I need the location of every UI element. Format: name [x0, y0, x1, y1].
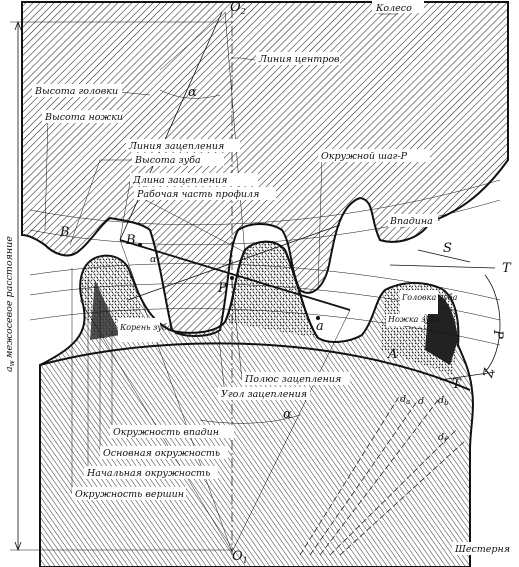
- leader-ugol: [217, 329, 226, 396]
- golovka-zuba-label: Головка зуба: [401, 293, 458, 302]
- alpha-bottom-label: α: [283, 407, 292, 422]
- o1-ray-2: [231, 309, 351, 553]
- point-b-left-label: B: [59, 225, 70, 240]
- leader-shag: [317, 155, 323, 291]
- koleso-label: Колесо: [375, 3, 412, 14]
- da-label: da: [400, 394, 410, 406]
- svg-text:P: P: [490, 329, 505, 339]
- o2-ray-1: [119, 11, 223, 241]
- vpadina-label: Впадина: [389, 216, 433, 227]
- df-label: df: [438, 432, 448, 444]
- vysota-zuba-label: Высота зуба: [134, 155, 201, 166]
- s-dimension: [417, 249, 471, 263]
- t-line-top: [389, 264, 496, 269]
- nozhka-zuba-label: Ножка зуба: [387, 315, 440, 324]
- db-line: [319, 399, 439, 556]
- o2-ray-3: [224, 11, 246, 256]
- nachalnaya-okruzhnost-label: Начальная окружность: [86, 468, 210, 479]
- vysota-nozhki-label: Высота ножки: [44, 112, 123, 123]
- point-a-upper: [316, 316, 320, 320]
- d-label: d: [418, 396, 424, 407]
- point-p: [230, 276, 234, 280]
- alpha-arc-bottom: [199, 414, 301, 424]
- alpha-arc-top: [159, 89, 221, 99]
- da-line: [299, 394, 401, 556]
- vysota-golovki-label: Высота головки: [34, 86, 118, 97]
- rabochaya-chast-label: Рабочая часть профиля: [136, 189, 259, 200]
- d-line: [309, 399, 419, 556]
- point-b-upper-label: B: [125, 233, 136, 248]
- o2-label: O2: [230, 0, 246, 16]
- t-top-label: T: [502, 261, 512, 276]
- svg-text:Z: Z: [481, 366, 498, 379]
- root-circle-arc: [29, 308, 501, 346]
- d-line-b: [339, 439, 467, 556]
- leader-polyus: [231, 279, 243, 381]
- alpha-top-label: α: [188, 85, 197, 100]
- leader-dlina: [119, 181, 131, 241]
- t-line-bottom: [439, 371, 496, 381]
- okruzhnoi-shag-label: Окружной шаг-P: [321, 151, 408, 162]
- o2-ray-2: [159, 11, 227, 71]
- leader-liniya-centrov: [232, 57, 256, 61]
- liniya-centrov-label: Линия центров: [258, 54, 340, 65]
- shesternya-label: Шестерня: [454, 544, 510, 555]
- line-of-action-2: [127, 224, 341, 301]
- dlina-zacepleniya-label: Длина зацепления: [132, 175, 227, 186]
- polyus-zacepleniya-label: Полюс зацепления: [244, 374, 341, 385]
- point-b-upper: [138, 243, 142, 247]
- pinion-base-arc: [39, 342, 471, 391]
- point-a-lower-label: A: [387, 347, 397, 362]
- liniya-zacepleniya-label: Линия зацепления: [128, 141, 224, 152]
- alpha-small-label: α: [150, 254, 157, 265]
- z-label: Z: [481, 366, 498, 379]
- pinion-tooth-dark-left: [90, 280, 120, 340]
- osnovnaya-okruzhnost-label: Основная окружность: [103, 448, 220, 459]
- o1-ray-1: [119, 239, 233, 553]
- point-a-upper-label: a: [316, 319, 324, 334]
- leader-vysota-nozhki: [44, 117, 49, 231]
- t-bottom-label: T: [452, 377, 462, 392]
- pitch-circle-arc: [29, 263, 501, 301]
- p-rotated-label: P: [490, 329, 505, 339]
- line-of-action: [119, 239, 351, 311]
- s-label: S: [443, 241, 452, 256]
- db-label: db: [438, 395, 449, 407]
- wheel-body: [21, 1, 509, 337]
- point-p-label: P: [217, 281, 227, 296]
- pitch-arc-right: [484, 274, 501, 373]
- okruzhnost-vpadin-label: Окружность впадин: [113, 427, 219, 438]
- df-line: [329, 429, 457, 556]
- ugol-zacepleniya-label: Угол зацепления: [221, 389, 307, 400]
- o1-label: O1: [232, 549, 248, 565]
- okruzhnost-vershin-label: Окружность вершин: [75, 489, 184, 500]
- svg-text:awмежосевое расстояние: awмежосевое расстояние: [4, 236, 16, 372]
- leader-vysota-zuba: [69, 159, 135, 246]
- aw-label: awмежосевое расстояние: [3, 224, 16, 374]
- wheel-root-arc: [29, 179, 501, 225]
- koren-zuba-label: Корень зуба: [119, 323, 172, 332]
- leader-rabochaya: [137, 195, 251, 256]
